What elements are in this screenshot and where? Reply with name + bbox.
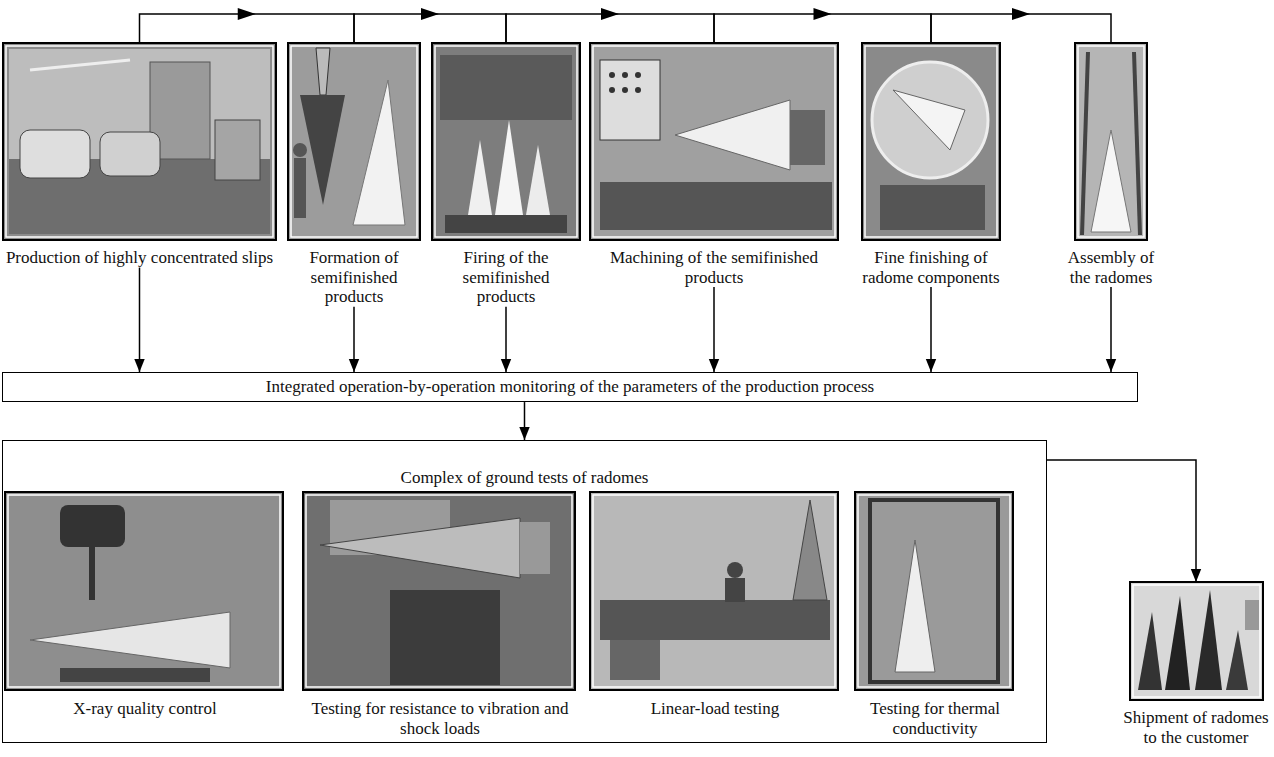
- flow-arrow: [524, 402, 526, 440]
- formation-photo: [288, 43, 420, 240]
- arrowhead: [1012, 8, 1030, 20]
- test-group-box: Complex of ground tests of radomesX-ray …: [2, 440, 1047, 743]
- flow-arrow: [353, 307, 355, 372]
- connector-group: [354, 307, 355, 372]
- flow-arrow: [505, 307, 507, 372]
- assembly-photo: [1075, 43, 1147, 240]
- caption-text: Testing for thermal conductivity: [856, 699, 1014, 738]
- process-step-photo: Assembly of the radomes: [1060, 43, 1162, 287]
- caption-text: Linear-load testing: [591, 699, 839, 719]
- test-photo: Testing for thermal conductivity: [856, 493, 1014, 738]
- arrowhead: [601, 8, 619, 20]
- flow-arrow: [1047, 460, 1196, 582]
- caption-text: Production of highly concentrated slips: [3, 248, 276, 268]
- connector-group: [931, 287, 932, 372]
- connector-group: [1047, 460, 1196, 582]
- linear-load-photo: [590, 492, 838, 690]
- flow-arrow: [354, 14, 506, 43]
- flow-arrow: [714, 14, 931, 43]
- arrowhead: [238, 8, 256, 20]
- flow-arrow: [506, 14, 714, 43]
- xray-photo: [5, 492, 283, 690]
- test-photo: X-ray quality control: [6, 493, 284, 719]
- caption-text: Testing for resistance to vibration and …: [304, 699, 576, 738]
- flow-arrow: [139, 268, 141, 372]
- connector-group: [714, 8, 931, 43]
- connector-group: [506, 8, 714, 43]
- vibration-photo: [303, 492, 575, 690]
- process-step-photo: Machining of the semifinished products: [590, 43, 838, 287]
- test-photo: Linear-load testing: [591, 493, 839, 719]
- process-step-photo: Firing of the semifinished products: [432, 43, 580, 307]
- finishing-photo: [862, 43, 1000, 240]
- process-step-photo: Formation of semifinished products: [288, 43, 420, 307]
- caption-text: Assembly of the radomes: [1060, 248, 1162, 287]
- connector-group: [354, 8, 506, 43]
- shipment-photo-node: Shipment of radomes to the customer: [1122, 582, 1270, 747]
- thermal-photo: [855, 492, 1013, 690]
- flow-arrow: [713, 287, 715, 372]
- caption-text: Fine finishing of radome components: [862, 248, 1000, 287]
- connector-group: [1111, 287, 1112, 372]
- test-photo: Testing for resistance to vibration and …: [304, 493, 576, 738]
- shipment-photo: [1130, 582, 1263, 700]
- caption-text: Shipment of radomes to the customer: [1122, 708, 1270, 747]
- flow-arrow: [931, 14, 1111, 43]
- connector-group: [931, 8, 1111, 43]
- caption-text: Machining of the semifinished products: [590, 248, 838, 287]
- flow-arrow: [140, 14, 355, 43]
- caption-text: Formation of semifinished products: [288, 248, 420, 307]
- monitoring-box: Integrated operation-by-operation monito…: [2, 372, 1138, 402]
- process-step-photo: Fine finishing of radome components: [862, 43, 1000, 287]
- connector-group: [140, 8, 355, 43]
- connector-group: [506, 307, 507, 372]
- connector-group: [714, 287, 715, 372]
- arrowhead: [814, 8, 832, 20]
- group-heading: Complex of ground tests of radomes: [3, 468, 1046, 488]
- caption-text: Firing of the semifinished products: [432, 248, 580, 307]
- arrowhead: [421, 8, 439, 20]
- flow-arrow: [930, 287, 932, 372]
- flow-arrow: [1110, 287, 1112, 372]
- connector-group: [524, 402, 525, 440]
- connector-group: [139, 268, 140, 372]
- caption-text: Integrated operation-by-operation monito…: [9, 376, 1131, 398]
- machining-photo: [590, 43, 838, 240]
- slip-room-photo: [3, 43, 276, 240]
- caption-text: X-ray quality control: [6, 699, 284, 719]
- firing-photo: [432, 43, 580, 240]
- process-step-photo: Production of highly concentrated slips: [3, 43, 276, 268]
